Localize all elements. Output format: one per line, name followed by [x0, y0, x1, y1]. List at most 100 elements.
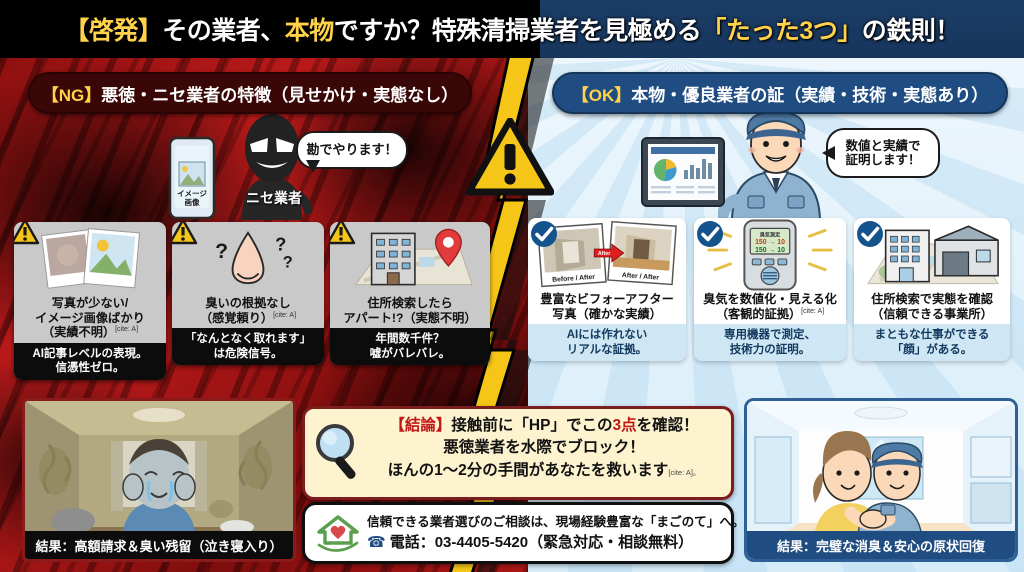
ng-card-odor[interactable]: ? ? ? 臭いの根拠なし （感覚頼り）[cite: A] 「なんとなく取れます…: [172, 222, 324, 366]
ng-header-text: 悪徳・ニセ業者の特徴（見せかけ・実態なし）: [101, 85, 459, 105]
ok-speech-line-1: 証明します！: [845, 153, 921, 167]
title-bar-right-fill: [540, 0, 1024, 58]
house-heart-hand-icon: [317, 515, 359, 552]
ng-result-caption: 結果：高額請求＆臭い残留（泣き寝入り）: [25, 531, 293, 559]
ok-card-0-art: Before / After After / After After: [528, 218, 686, 292]
conclusion-line-2: 悪徳業者を水際でブロック！: [443, 439, 645, 457]
svg-text:?: ?: [275, 233, 286, 254]
contact-line-1: 信頼できる業者選びのご相談は、現場経験豊富な「まごのて」へ。: [367, 515, 745, 529]
ok-card-2-art: [854, 218, 1010, 292]
ok-card-1-title-line-1: （客観的証拠）: [715, 306, 802, 321]
ng-card-address[interactable]: 住所検索したら アパート!?（実態不明） 年間数千件？ 嘘がバレバレ。: [330, 222, 490, 366]
contact-phone-text: 電話：03-4405-5420（緊急対応・相談無料）: [389, 534, 694, 551]
ok-card-1-art: 臭気測定 150 → 10 150 → 10: [694, 218, 846, 292]
ok-card-1-title-line-0: 臭気を数値化・見える化: [703, 292, 837, 306]
apartment-map-pin-icon: [354, 228, 473, 286]
contact-line-2[interactable]: ☎ 電話：03-4405-5420（緊急対応・相談無料）: [367, 531, 723, 552]
ok-tag-label: 【OK】: [571, 85, 632, 105]
ok-card-1-caption-line-1: 技術力の証明。: [729, 343, 811, 356]
ng-card-0-title: 写真が少ない/ イメージ画像ばかり （実績不明）[cite: A]: [14, 296, 166, 343]
conclusion-line-3-text: ほんの1〜2分の手間があなたを救います: [387, 461, 669, 479]
ok-card-1-cite: [cite: A]: [801, 307, 825, 315]
page-title: 【啓発】その業者、本物ですか？特殊清掃業者を見極める「たった3つ」の鉄則！: [0, 0, 1024, 58]
ok-card-office[interactable]: 住所検索で実態を確認 （信頼できる事業所） まともな仕事ができる 「顔」がある。: [854, 218, 1010, 362]
photo-stack-icon: [41, 227, 141, 289]
ok-card-0-title-line-0: 豊富なビフォーアフター: [540, 292, 674, 306]
ng-tag-label: 【NG】: [41, 85, 102, 105]
ng-card-1-caption-line-1: は危険信号。: [213, 347, 283, 360]
center-warning-triangle-icon: [466, 118, 554, 196]
title-part-2: 本物: [284, 17, 335, 45]
ng-card-1-art: ? ? ?: [172, 222, 324, 296]
svg-text:After: After: [598, 251, 610, 257]
svg-text:画像: 画像: [185, 197, 200, 207]
ng-result-photo: 結果：高額請求＆臭い残留（泣き寝入り）: [22, 398, 296, 562]
ng-card-0-title-line-0: 写真が少ない/: [51, 296, 129, 310]
conclusion-line-1a: 接触前に「HP」でこの: [451, 417, 613, 434]
conclusion-line-3: ほんの1〜2分の手間があなたを救います[cite: A]。: [363, 460, 725, 482]
contact-bar[interactable]: 信頼できる業者選びのご相談は、現場経験豊富な「まごのて」へ。 ☎ 電話：03-4…: [302, 502, 745, 564]
check-circle-icon: [857, 221, 883, 247]
professional-worker-illustration: [718, 111, 822, 222]
conclusion-line-1: 【結論】接触前に「HP」でこの3点を確認！: [363, 415, 725, 437]
conclusion-highlight: 3点: [612, 417, 637, 434]
tablet-with-report-icon: [641, 137, 725, 207]
ng-card-0-title-line-2: （実績不明）: [41, 325, 116, 340]
title-part-3: ですか？特殊清掃業者を見極める: [333, 17, 702, 45]
ok-card-odor-meter[interactable]: 臭気測定 150 → 10 150 → 10 臭気を数値化・見える化 （客観的証…: [694, 218, 846, 362]
title-bar: 【啓発】その業者、本物ですか？特殊清掃業者を見極める「たった3つ」の鉄則！: [0, 0, 1024, 58]
ng-card-2-art: [330, 222, 490, 296]
svg-text:臭気測定: 臭気測定: [760, 231, 781, 238]
ng-card-1-caption-line-0: 「なんとなく取れます」: [184, 333, 312, 346]
ng-card-1-cite: [cite: A]: [273, 311, 297, 319]
ok-card-2-caption-line-1: 「顔」がある。: [891, 343, 973, 356]
ng-card-2-title-line-0: 住所検索したら: [367, 296, 453, 310]
ok-result-photo: 結果：完璧な消臭＆安心の原状回復: [744, 398, 1018, 562]
ng-card-2-title: 住所検索したら アパート!?（実態不明）: [330, 296, 490, 328]
conclusion-text: 【結論】接触前に「HP」でこの3点を確認！ 悪徳業者を水際でブロック！ ほんの1…: [363, 415, 725, 482]
smartphone-icon: イメージ 画像: [168, 136, 216, 220]
fake-contractor-label: ニセ業者: [246, 190, 302, 206]
ng-card-photos[interactable]: 写真が少ない/ イメージ画像ばかり （実績不明）[cite: A] AI記事レベ…: [14, 222, 166, 380]
ok-card-0-title-line-1: 写真（確かな実績）: [552, 306, 662, 321]
svg-text:?: ?: [283, 254, 293, 272]
ng-card-0-caption-line-1: 信憑性ゼロ。: [55, 362, 125, 375]
ok-card-before-after[interactable]: Before / After After / After After 豊富なビフ…: [528, 218, 686, 362]
ok-card-0-title: 豊富なビフォーアフター 写真（確かな実績）: [528, 292, 686, 324]
ng-card-1-title-line-0: 臭いの根拠なし: [205, 296, 291, 310]
ok-card-0-caption-line-1: リアルな証拠。: [566, 343, 648, 356]
svg-text:After / After: After / After: [622, 272, 660, 282]
ok-speech-bubble: 数値と実績で 証明します！: [822, 128, 940, 178]
title-bar-left-fill: [0, 0, 540, 58]
ng-card-2-caption: 年間数千件？ 嘘がバレバレ。: [330, 328, 490, 366]
ok-card-0-caption-line-0: AIには作れない: [566, 329, 648, 342]
svg-text:150 → 10: 150 → 10: [755, 239, 785, 246]
ok-card-2-title-line-1: （信頼できる事業所）: [871, 306, 993, 321]
ok-card-2-title-line-0: 住所検索で実態を確認: [871, 292, 993, 306]
ok-card-2-caption-line-0: まともな仕事ができる: [874, 329, 990, 342]
magnifier-icon: [316, 424, 356, 479]
svg-text:150 → 10: 150 → 10: [755, 247, 785, 254]
warning-triangle-icon: [14, 222, 40, 245]
ng-card-2-caption-line-0: 年間数千件？: [375, 333, 445, 346]
title-part-5: の鉄則！: [861, 17, 961, 45]
svg-text:Before / After: Before / After: [552, 274, 596, 284]
conclusion-tail: 。: [692, 467, 701, 477]
ok-card-2-caption: まともな仕事ができる 「顔」がある。: [854, 324, 1010, 362]
ok-card-1-caption: 専用機器で測定、 技術力の証明。: [694, 324, 846, 362]
ng-card-1-title: 臭いの根拠なし （感覚頼り）[cite: A]: [172, 296, 324, 328]
ok-card-1-title: 臭気を数値化・見える化 （客観的証拠）[cite: A]: [694, 292, 846, 324]
ng-card-0-art: [14, 222, 166, 296]
conclusion-line-1b: を確認！: [636, 417, 699, 434]
ng-card-0-caption-line-0: AI記事レベルの表現。: [32, 347, 148, 360]
conclusion-cite: [cite: A]: [668, 467, 693, 477]
ok-speech-line-0: 数値と実績で: [845, 138, 921, 153]
warning-triangle-icon: [172, 222, 198, 245]
warning-triangle-icon: [330, 222, 356, 245]
fake-contractor-silhouette: [242, 114, 313, 220]
ng-card-2-title-line-1: アパート!?（実態不明）: [343, 310, 477, 325]
conclusion-tag: 【結論】: [389, 417, 452, 434]
ok-header-text: 本物・優良業者の証（実績・技術・実態あり）: [631, 85, 989, 105]
office-building-map-icon: [866, 225, 999, 285]
